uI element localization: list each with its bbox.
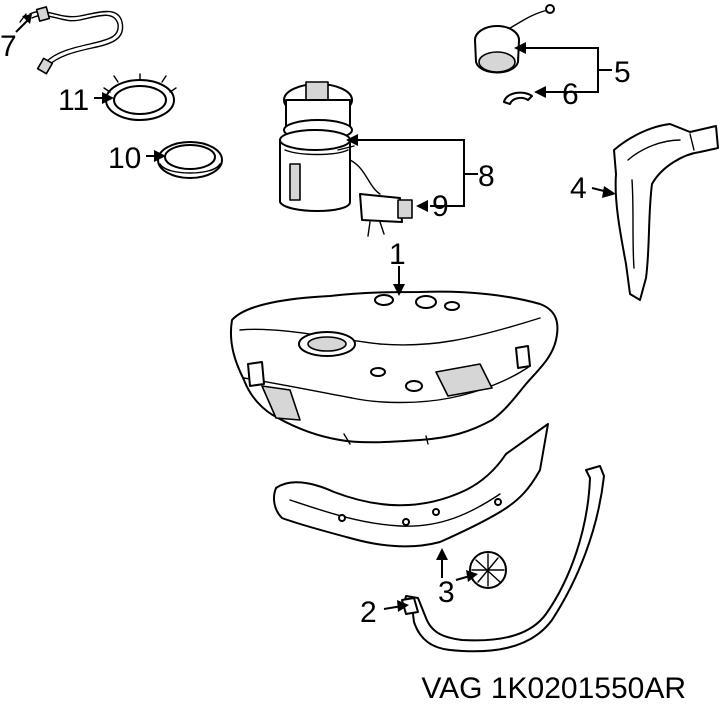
- heat-shield: [273, 423, 549, 548]
- callout-3: 3: [438, 576, 455, 609]
- callout-labels: 1 2 3 4 5 6 7 8 9 10 11: [0, 30, 631, 629]
- grommet-part-3: [469, 551, 507, 589]
- seal-ring-part-10: [157, 141, 223, 179]
- filler-cap-part-5: [474, 4, 555, 74]
- callout-6: 6: [562, 78, 579, 111]
- callout-2: 2: [360, 596, 377, 629]
- fuel-pump-part-8: [279, 81, 381, 212]
- callout-10: 10: [108, 142, 141, 175]
- leader-lines: [15, 14, 616, 612]
- wire-harness-part-7: [19, 6, 124, 75]
- callout-7: 7: [0, 30, 17, 63]
- callout-9: 9: [432, 190, 449, 223]
- filler-neck-shield-part-4: [613, 123, 719, 301]
- part-number-caption: VAG 1K0201550AR: [421, 672, 686, 705]
- level-sensor-part-9: [359, 193, 413, 237]
- clip-part-6: [503, 91, 533, 105]
- fuel-tank-part-1: [230, 290, 559, 445]
- callout-4: 4: [570, 172, 587, 205]
- callout-11: 11: [58, 84, 89, 117]
- retaining-ring-part-11: [103, 73, 177, 121]
- callout-8: 8: [478, 160, 495, 193]
- callout-1: 1: [389, 238, 406, 271]
- callout-5: 5: [614, 56, 631, 89]
